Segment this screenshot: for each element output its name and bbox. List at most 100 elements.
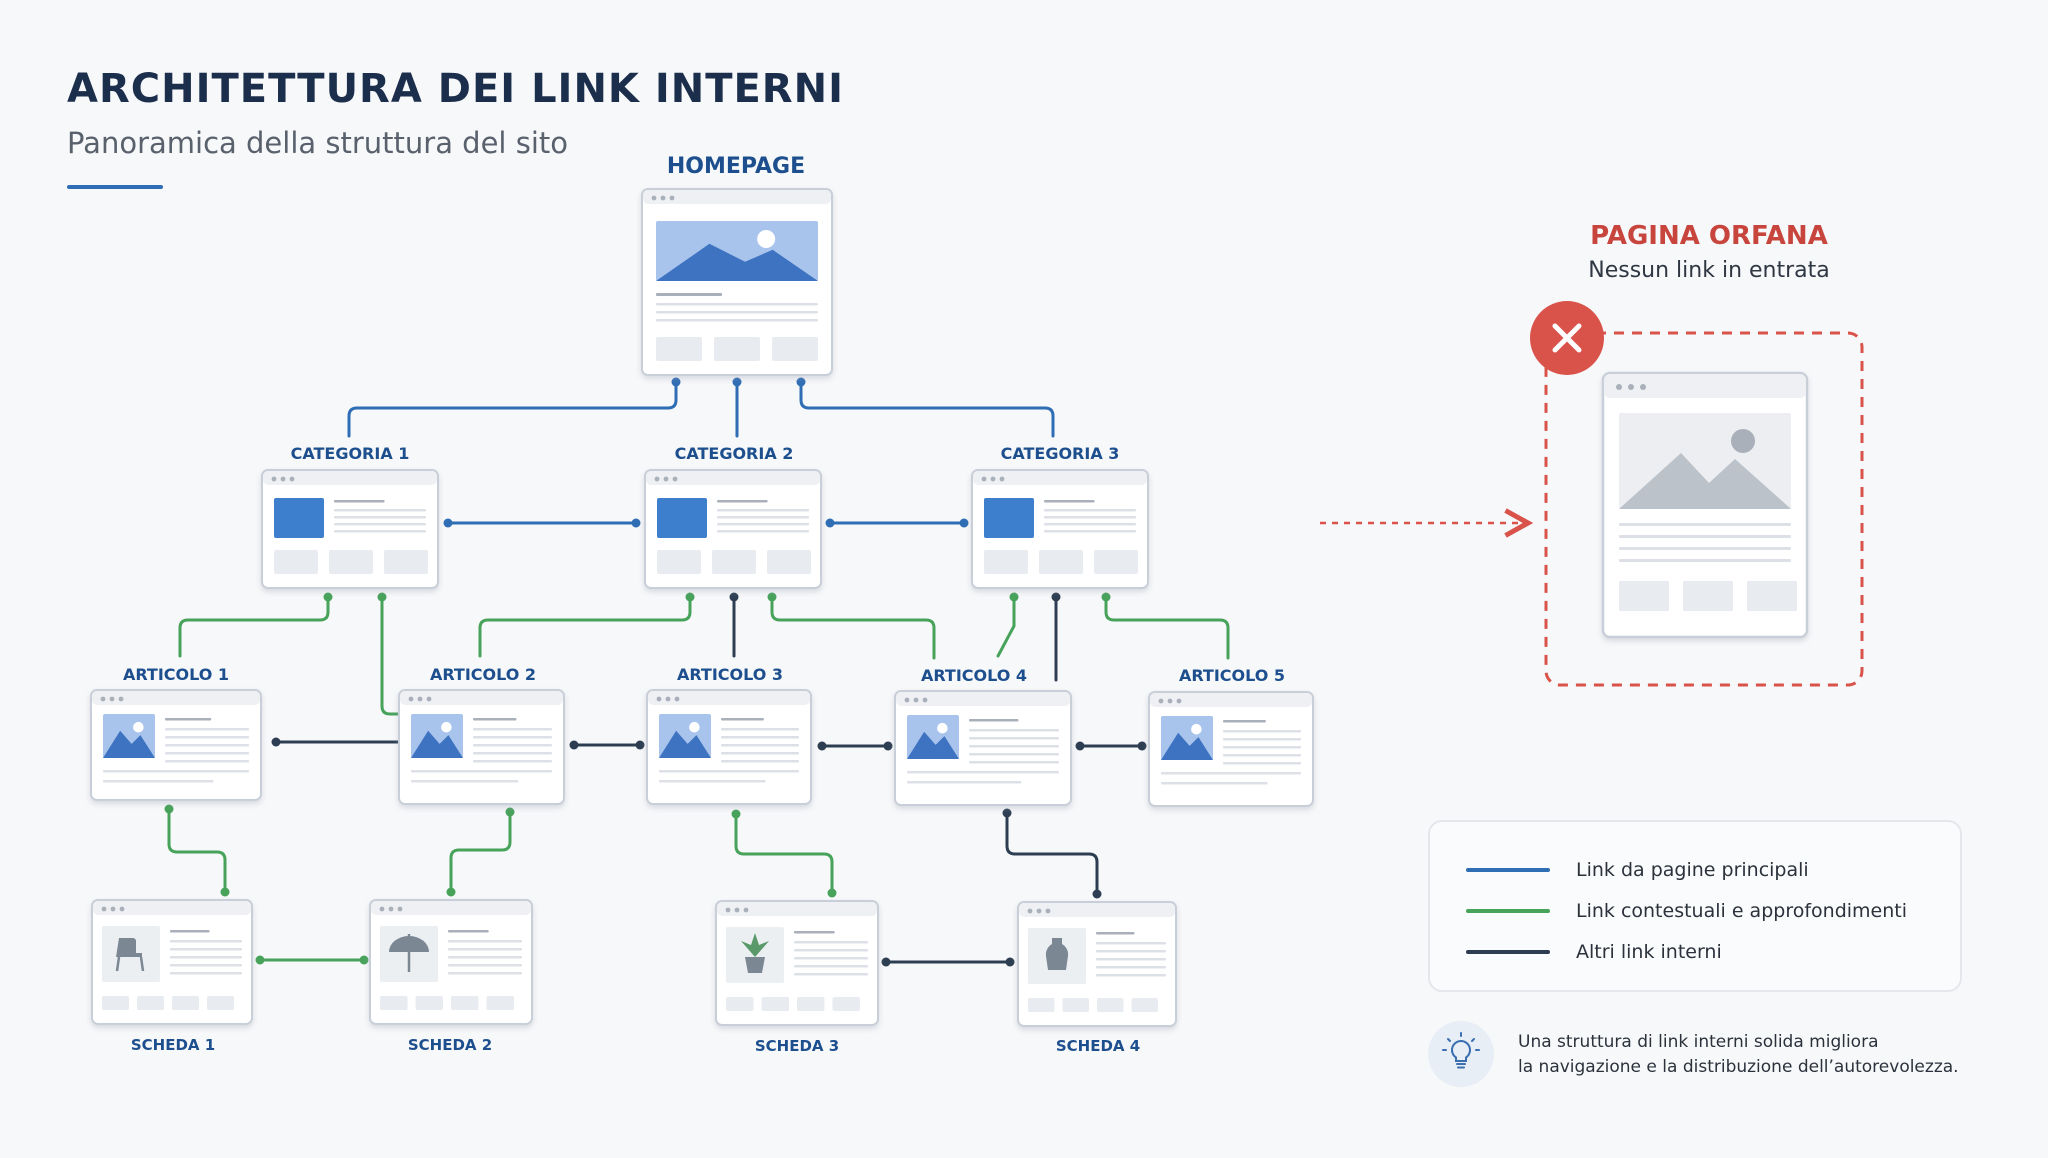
text-line [1619,535,1791,538]
window-dot [904,697,910,703]
text-line [170,964,242,967]
text-line [794,965,868,968]
text-line [907,781,1022,784]
window-titlebar [896,692,1070,706]
page-title: ARCHITETTURA DEI LINK INTERNI [67,66,844,112]
node-scheda-2 [369,899,533,1025]
window-dot [1628,384,1634,390]
sun-icon [757,230,776,248]
text-line [717,516,809,519]
sun-icon [1191,723,1202,735]
text-line [334,530,426,533]
text-line [794,957,868,960]
thumb-tile [767,550,811,574]
window-dot [665,696,671,702]
label-articolo-3: ARTICOLO 3 [676,665,784,684]
thumb-tile [712,550,756,574]
node-scheda-3 [715,900,879,1026]
link-endpoint [796,377,806,387]
thumb-tile [1131,998,1158,1012]
node-homepage [641,188,833,376]
plant-pot [745,957,765,973]
window-dot [379,906,385,912]
link-endpoint [817,741,827,751]
label-homepage: HOMEPAGE [666,154,806,179]
window-titlebar [717,902,877,916]
thumb-tile [657,550,701,574]
thumb-tile [1094,550,1138,574]
link-homepage-categoria-1 [347,380,678,438]
window-dot [110,906,116,912]
tip-line-1: Una struttura di link interni solida mig… [1518,1032,1879,1052]
text-line [1096,958,1166,961]
text-line [907,771,1059,774]
link-articolo-2-scheda-2 [449,810,512,894]
legend-swatch-contextual [1466,909,1550,913]
link-endpoint [729,592,739,602]
label-scheda-3: SCHEDA 3 [754,1037,840,1055]
label-categoria-2: CATEGORIA 2 [674,444,794,463]
text-line [794,941,868,944]
link-articolo-1-scheda-1 [167,807,227,894]
text-line [334,509,426,512]
link-endpoint [732,377,742,387]
link-homepage-categoria-3 [799,380,1055,438]
text-line [411,780,519,783]
text-line [473,760,552,763]
plant-icon [741,933,769,957]
text-line [1096,966,1166,969]
text-line [165,760,249,763]
orphan-layer [1320,301,1864,687]
text-line [411,770,552,773]
text-line [969,729,1059,732]
lightbulb-icon [1428,1021,1494,1087]
text-line [969,737,1059,740]
thumb-tile [797,997,825,1011]
chair-icon [116,938,142,957]
thumb-tile [1028,998,1055,1012]
category-thumbnail [657,498,707,538]
window-dot [1640,384,1646,390]
link-categoria-1-articolo-2 [380,595,400,716]
text-line [1223,720,1266,723]
text-line [1096,932,1135,935]
window-dot [1036,908,1042,914]
window-dot [100,696,106,702]
text-line [1161,782,1268,785]
category-thumbnail [274,498,324,538]
sun-icon [689,721,700,733]
thumb-tile [656,337,702,361]
thumb-tile [832,997,860,1011]
text-line [969,745,1059,748]
mountain-icon [907,731,959,759]
node-scheda-1 [91,899,253,1025]
window-dot [1167,698,1173,704]
mountain-icon [411,730,463,758]
text-line [969,719,1019,722]
thumb-tile [172,996,199,1010]
legend-item-primary: Link da pagine principali [1466,855,1809,885]
window-dot [999,476,1005,482]
window-dot [1027,908,1033,914]
link-endpoint [1092,889,1102,899]
text-line [170,940,242,943]
thumb-tile [772,337,818,361]
text-line [473,728,552,731]
text-line [165,752,249,755]
legend-panel: Link da pagine principali Link contestua… [1428,820,1962,992]
link-endpoint [255,955,265,965]
window-dot [734,907,740,913]
link-endpoint [767,592,777,602]
window-titlebar [400,691,563,705]
legend-swatch-other [1466,950,1550,954]
text-line [1044,516,1136,519]
thumb-tile [137,996,164,1010]
link-endpoint [164,804,174,814]
thumb-tile [274,550,318,574]
link-endpoint [443,518,453,528]
window-titlebar [648,691,810,705]
label-categoria-1: CATEGORIA 1 [290,444,410,463]
text-line [1619,547,1791,550]
text-line [170,930,210,933]
window-dot [656,696,662,702]
